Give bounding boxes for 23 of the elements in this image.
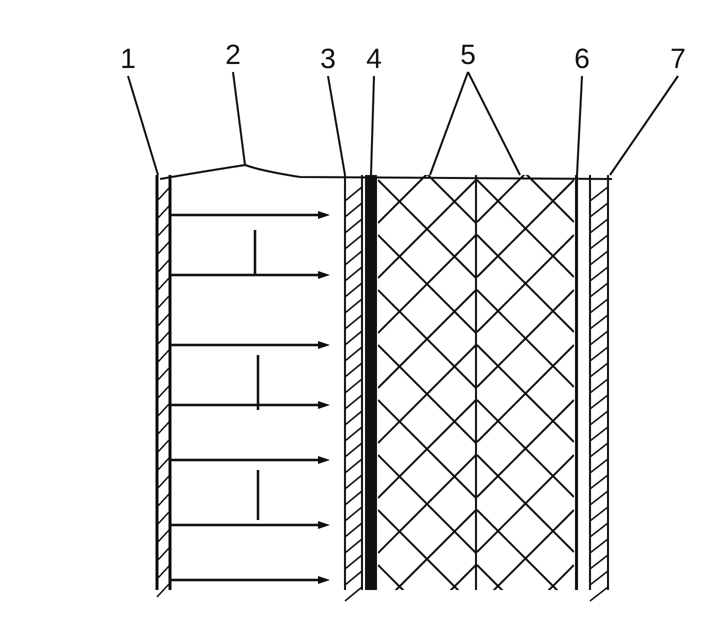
leader-line xyxy=(232,72,246,166)
leader-line xyxy=(576,76,583,176)
callout-number: 1 xyxy=(116,44,140,74)
callout-number: 6 xyxy=(570,44,594,74)
callout-number: 5 xyxy=(456,40,480,70)
brick-wall-drawing xyxy=(156,175,330,598)
callout-number: 4 xyxy=(362,44,386,74)
membrane-layer xyxy=(365,175,377,590)
callout-number: 7 xyxy=(666,44,690,74)
plaster-layer-drawing xyxy=(344,175,363,602)
callout-number: 2 xyxy=(221,40,245,70)
top-surface-line xyxy=(160,164,612,180)
insulation-drawing xyxy=(378,175,477,590)
callout-number: 3 xyxy=(316,44,340,74)
leader-line xyxy=(327,76,346,176)
cladding-drawing xyxy=(589,175,609,602)
insulation-drawing xyxy=(477,175,574,590)
leader-line xyxy=(429,72,469,176)
layer-line xyxy=(575,175,578,590)
leader-line xyxy=(370,76,375,176)
leader-line xyxy=(127,76,159,176)
leader-line xyxy=(609,75,679,176)
leader-line xyxy=(467,72,521,176)
